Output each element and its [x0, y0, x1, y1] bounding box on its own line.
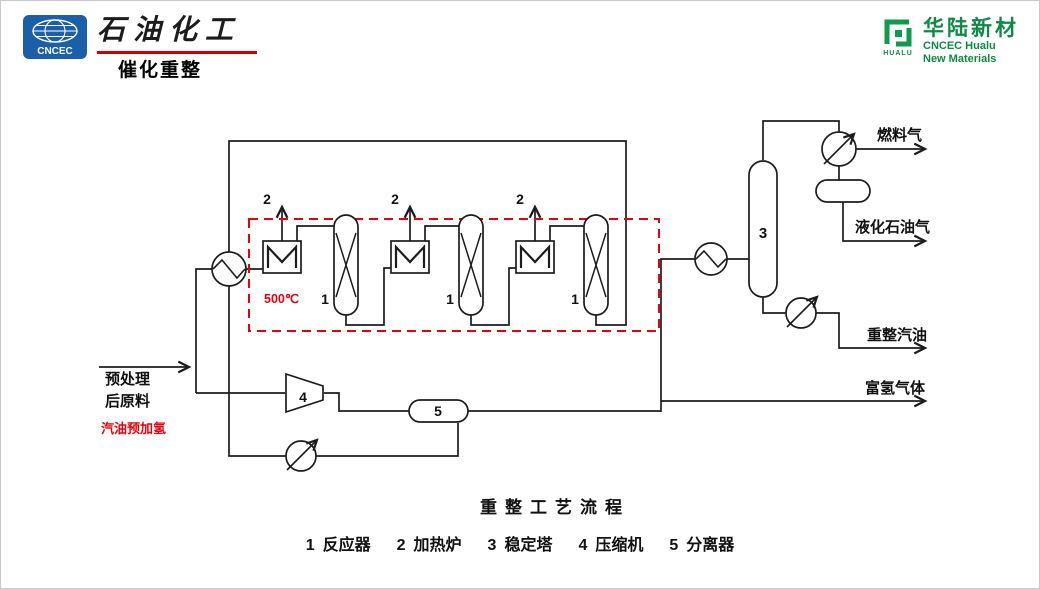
reactor-number-3: 1: [571, 291, 579, 307]
legend-item-furnace: 2 加热炉: [397, 531, 462, 555]
separator-number: 5: [434, 403, 442, 419]
label-lpg: 液化石油气: [855, 218, 930, 236]
effluent-cooler: [285, 440, 317, 472]
reactor-number-1: 1: [321, 291, 329, 307]
hualu-name: 华陆新材: [923, 17, 1019, 40]
compressor-number: 4: [299, 389, 307, 405]
feed-effluent-exchanger: [211, 251, 247, 287]
temperature-label: 500℃: [264, 292, 299, 306]
compressor: [285, 372, 324, 414]
reactor-1: [333, 214, 359, 316]
label-hydrogen: 富氢气体: [865, 379, 926, 397]
overhead-condenser: [821, 131, 857, 167]
legend-label: 稳定塔: [504, 537, 553, 554]
legend-item-column: 3 稳定塔: [488, 531, 553, 555]
hualu-subtitle-1: CNCEC Hualu: [923, 40, 996, 53]
label-gasoline: 重整汽油: [867, 326, 927, 344]
hualu-text-column: 华陆新材 CNCEC Hualu New Materials: [923, 17, 1019, 66]
brand-title: 石油化工: [97, 15, 242, 46]
page-title: 催化重整: [118, 60, 203, 81]
legend-num: 3: [487, 537, 497, 554]
column-number: 3: [759, 225, 767, 242]
furnace-3: [515, 240, 555, 274]
legend-num: 5: [669, 537, 679, 554]
furnace-number-1: 2: [263, 191, 271, 207]
legend-num: 2: [396, 537, 406, 554]
brand-text-block: 石油化工: [97, 15, 257, 54]
label-fuel-gas: 燃料气: [877, 126, 922, 144]
hualu-logo-block: HUALU 华陆新材 CNCEC Hualu New Materials: [882, 17, 1019, 66]
legend-item-compressor: 4 压缩机: [578, 531, 643, 555]
reactor-2: [458, 214, 484, 316]
feed-label-line2: 后原料: [105, 392, 150, 410]
legend-label: 压缩机: [595, 537, 644, 554]
reactor-number-2: 1: [446, 291, 454, 307]
legend-item-reactor: 1 反应器: [306, 531, 371, 555]
brand-red-underline: [97, 51, 257, 54]
feed-note-red: 汽油预加氢: [101, 421, 166, 436]
cncec-acronym-text: CNCEC: [37, 46, 73, 57]
diagram-caption: 重整工艺流程: [480, 498, 630, 517]
hualu-icon-column: HUALU: [882, 17, 914, 57]
cncec-globe-icon: CNCEC: [23, 15, 87, 59]
feed-label-line1: 预处理: [105, 370, 150, 388]
hualu-icon: [884, 19, 912, 47]
hualu-icon-caption: HUALU: [883, 50, 913, 57]
reflux-drum: [815, 179, 871, 203]
separator-drum: [408, 399, 469, 423]
furnace-number-3: 2: [516, 191, 524, 207]
column-feed-exchanger: [694, 242, 728, 276]
reaction-section-highlight: [248, 218, 660, 332]
cncec-logo-block: CNCEC 石油化工: [23, 15, 257, 59]
legend-label: 反应器: [322, 537, 371, 554]
stabilizer-column: [748, 160, 778, 298]
furnace-1: [262, 240, 302, 274]
hualu-subtitle-2: New Materials: [923, 53, 997, 66]
process-lines: [99, 120, 925, 457]
equipment-legend: 1 反应器 2 加热炉 3 稳定塔 4 压缩机 5 分离器: [1, 531, 1039, 555]
furnace-number-2: 2: [391, 191, 399, 207]
furnace-2: [390, 240, 430, 274]
legend-label: 加热炉: [413, 537, 462, 554]
legend-num: 1: [305, 537, 315, 554]
legend-item-separator: 5 分离器: [669, 531, 734, 555]
bottoms-cooler: [785, 297, 817, 329]
legend-label: 分离器: [686, 537, 735, 554]
reactor-3: [583, 214, 609, 316]
legend-num: 4: [578, 537, 588, 554]
